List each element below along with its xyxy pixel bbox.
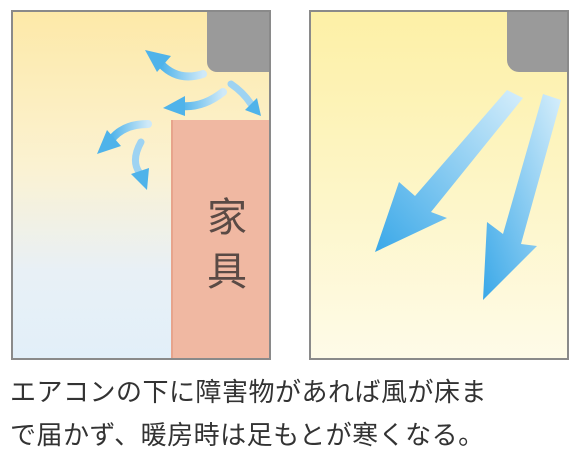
caption: エアコンの下に障害物があれば風が床ま で届かず、暖房時は足もとが寒くなる。 xyxy=(10,372,570,458)
airflow-arrow-icon xyxy=(163,88,227,116)
clear-airflow-panel xyxy=(309,10,569,360)
airflow-arrow-icon xyxy=(483,94,561,300)
air-conditioner-icon xyxy=(507,12,567,72)
caption-line-1: エアコンの下に障害物があれば風が床ま xyxy=(10,378,488,408)
furniture-label: 家具 xyxy=(200,196,246,304)
scattered-airflow-arrows xyxy=(97,50,261,190)
airflow-arrow-icon xyxy=(227,80,261,116)
caption-line-2: で届かず、暖房時は足もとが寒くなる。 xyxy=(10,421,485,451)
direct-airflow-arrows xyxy=(375,90,561,300)
air-conditioner-icon xyxy=(207,12,269,72)
airflow-arrow-icon xyxy=(131,138,149,190)
airflow-arrow-icon xyxy=(375,90,523,252)
airflow-arrow-icon xyxy=(145,50,207,81)
furniture-block: 家具 xyxy=(171,120,269,358)
airflow-arrow-icon xyxy=(97,120,152,154)
obstructed-airflow-panel: 家具 xyxy=(11,10,271,360)
